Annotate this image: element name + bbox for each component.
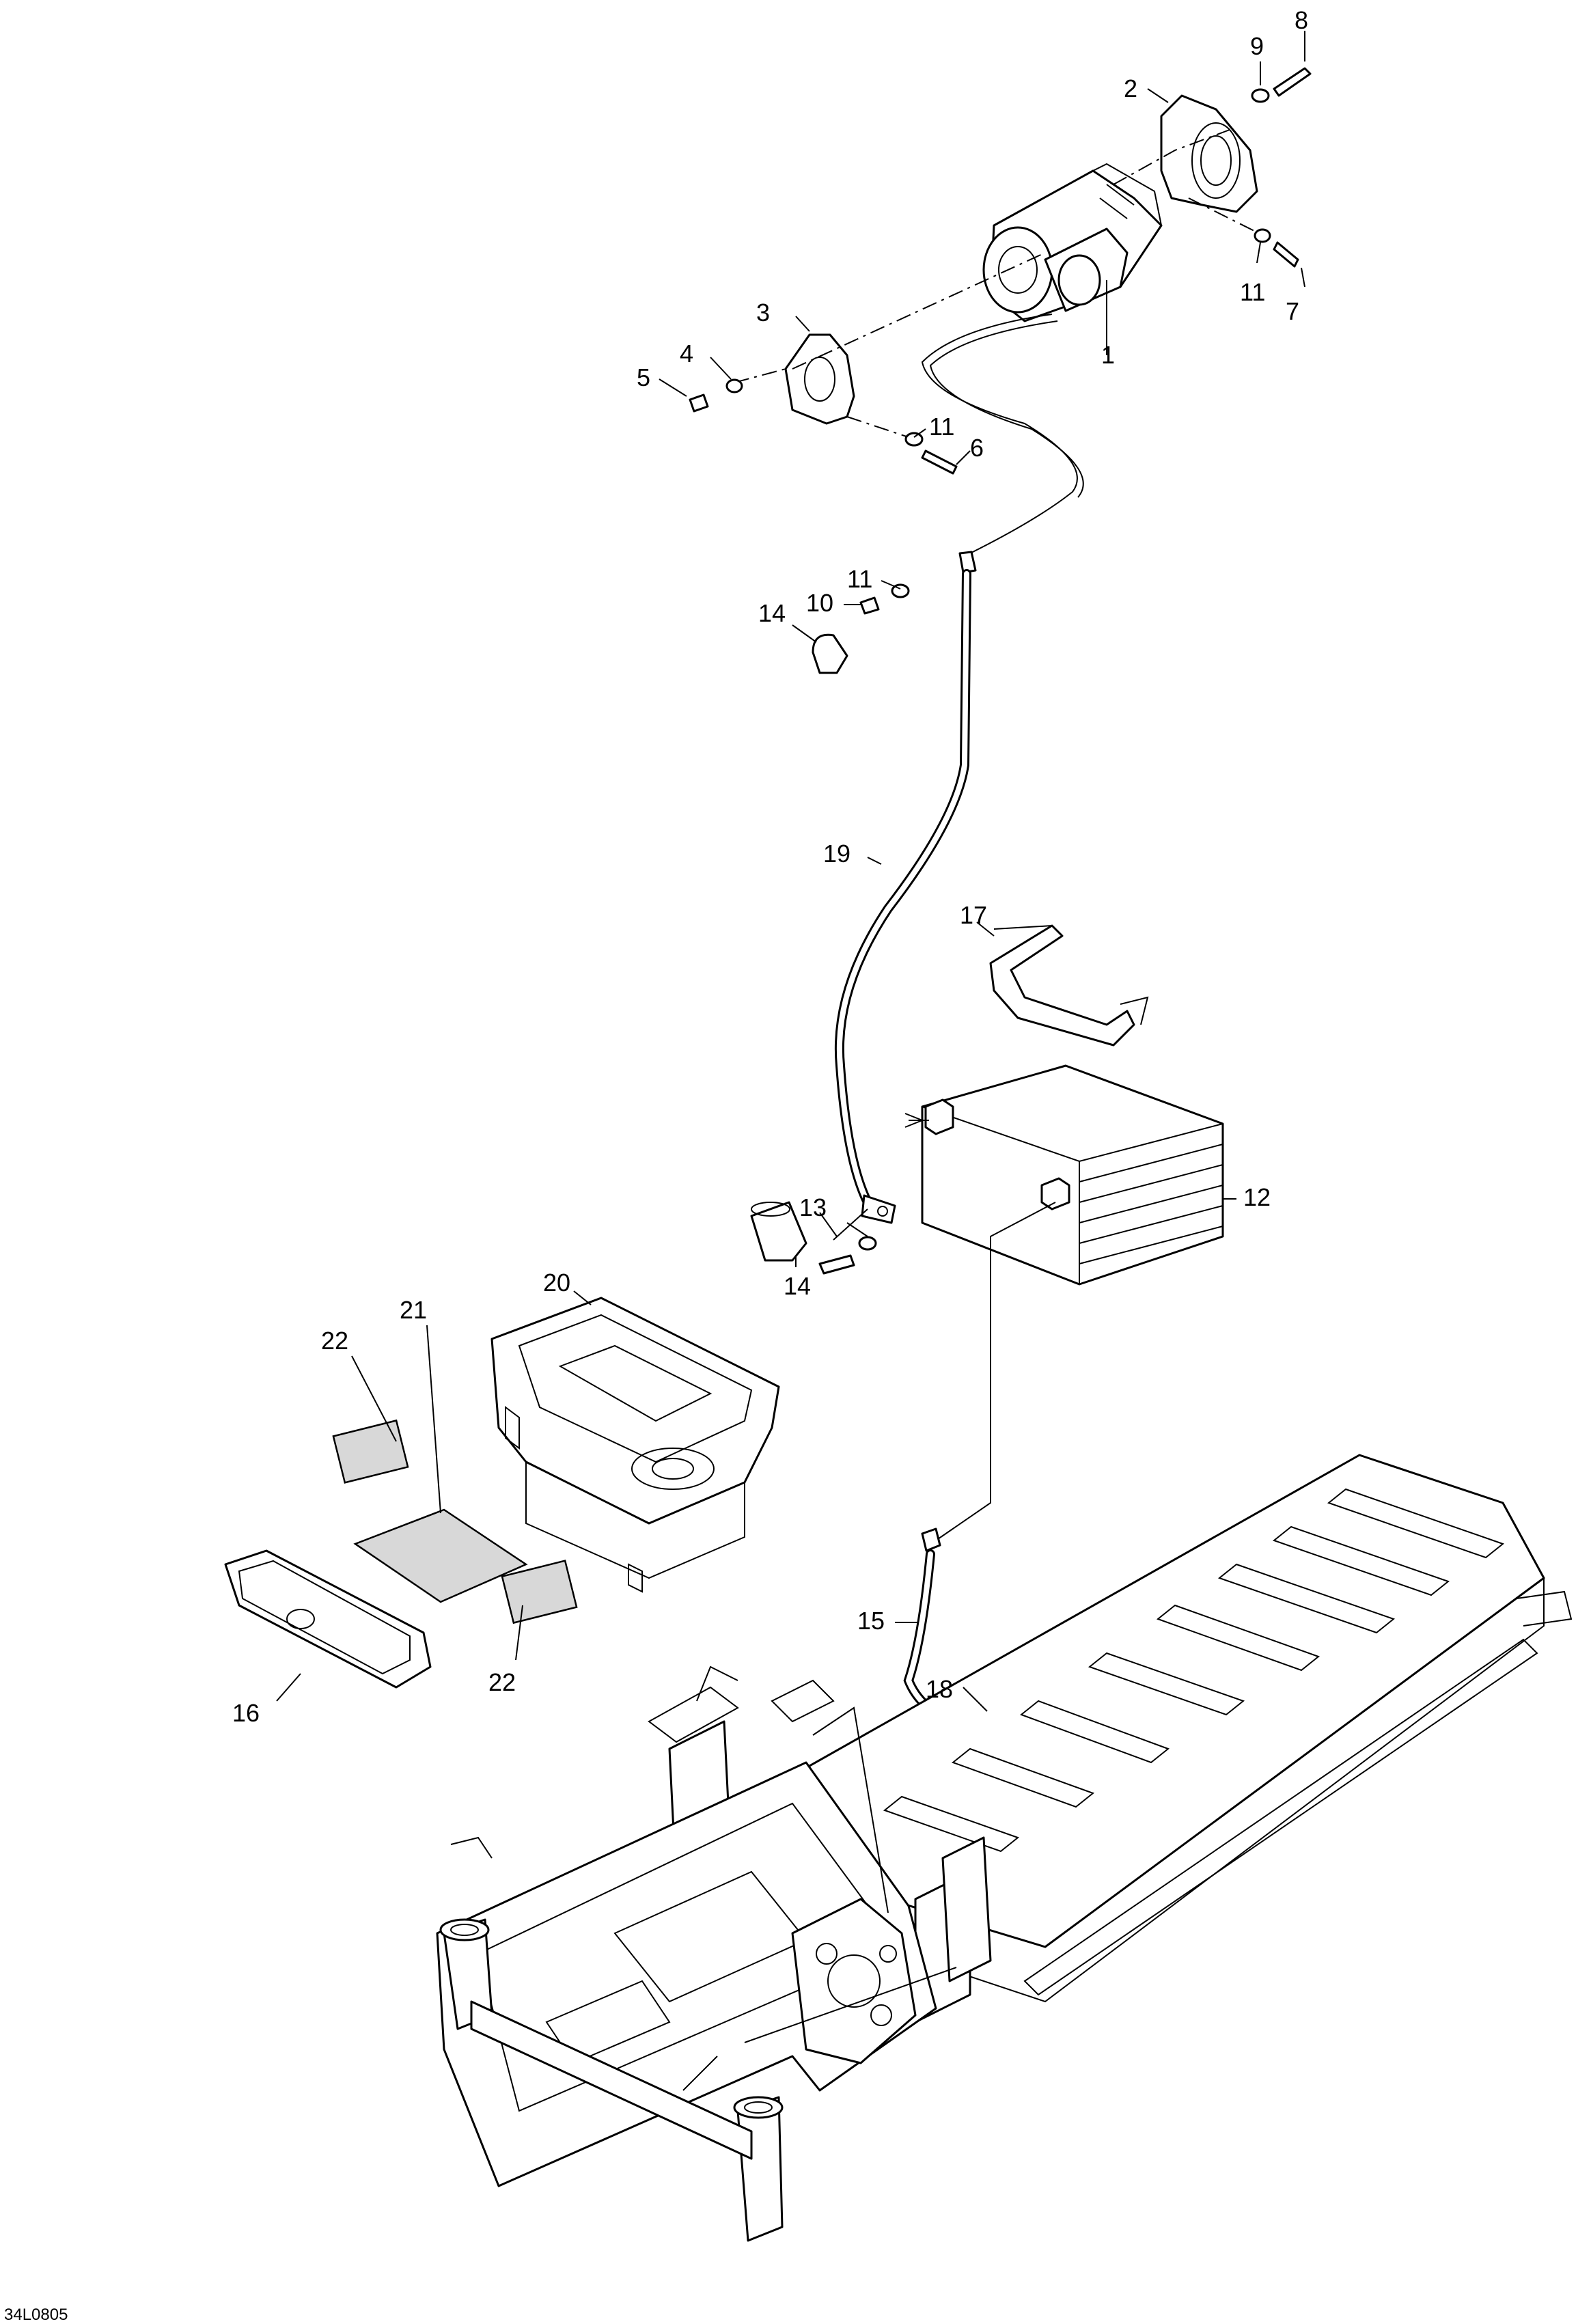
callout-3: 3 xyxy=(756,299,770,327)
callout-5: 5 xyxy=(637,363,650,391)
callout-11-mid: 11 xyxy=(929,413,954,441)
assembly-line xyxy=(1188,197,1258,233)
callout-12: 12 xyxy=(1243,1183,1271,1211)
callout-11-top: 11 xyxy=(1240,278,1265,306)
callout-18: 18 xyxy=(926,1675,953,1703)
callout-14-top: 14 xyxy=(758,599,786,627)
insulator-sheet xyxy=(353,1508,528,1603)
callout-15: 15 xyxy=(857,1607,885,1635)
leader-lines xyxy=(276,31,1305,1712)
callout-14-bottom: 14 xyxy=(784,1272,811,1300)
assembly-line xyxy=(792,252,1046,370)
starter-motor xyxy=(982,163,1163,322)
battery-cover xyxy=(224,1549,432,1689)
callout-22-top: 22 xyxy=(321,1327,348,1355)
drawing-code: 34L0805 xyxy=(4,2306,68,2324)
callout-17: 17 xyxy=(960,901,987,929)
terminal-hardware xyxy=(750,1201,877,1275)
callout-6: 6 xyxy=(970,434,984,462)
callout-4: 4 xyxy=(680,340,693,368)
pad-lower xyxy=(501,1560,578,1624)
callout-7: 7 xyxy=(1286,297,1299,325)
starter-wire xyxy=(929,320,1084,498)
battery xyxy=(904,1064,1224,1286)
callout-1: 1 xyxy=(1101,341,1115,369)
positive-cable xyxy=(834,551,977,1224)
callout-22-bottom: 22 xyxy=(488,1668,516,1696)
mounting-bracket-front xyxy=(1160,94,1258,213)
assembly-line xyxy=(734,368,786,383)
callout-13: 13 xyxy=(799,1193,827,1221)
callout-19: 19 xyxy=(823,840,850,868)
callout-20: 20 xyxy=(543,1269,570,1297)
pad-upper xyxy=(332,1419,409,1484)
callout-9: 9 xyxy=(1250,32,1264,60)
battery-tray xyxy=(490,1297,780,1593)
mounting-plate-rear xyxy=(784,333,855,425)
battery-strap xyxy=(989,924,1149,1047)
vehicle-frame xyxy=(436,1454,1573,2242)
ground-line xyxy=(935,1202,1056,1541)
hardware-top xyxy=(689,67,1312,674)
callout-10: 10 xyxy=(806,589,833,617)
callout-21: 21 xyxy=(400,1296,427,1324)
starter-wire xyxy=(921,314,1078,554)
callouts: 1 2 3 4 5 6 7 8 9 10 11 11 11 12 13 14 1… xyxy=(232,6,1308,1727)
assembly-line xyxy=(1113,129,1230,185)
callout-16: 16 xyxy=(232,1699,260,1727)
callout-2: 2 xyxy=(1124,74,1137,102)
callout-11-low: 11 xyxy=(847,565,872,593)
assembly-line xyxy=(846,416,909,438)
callout-8: 8 xyxy=(1295,6,1308,34)
